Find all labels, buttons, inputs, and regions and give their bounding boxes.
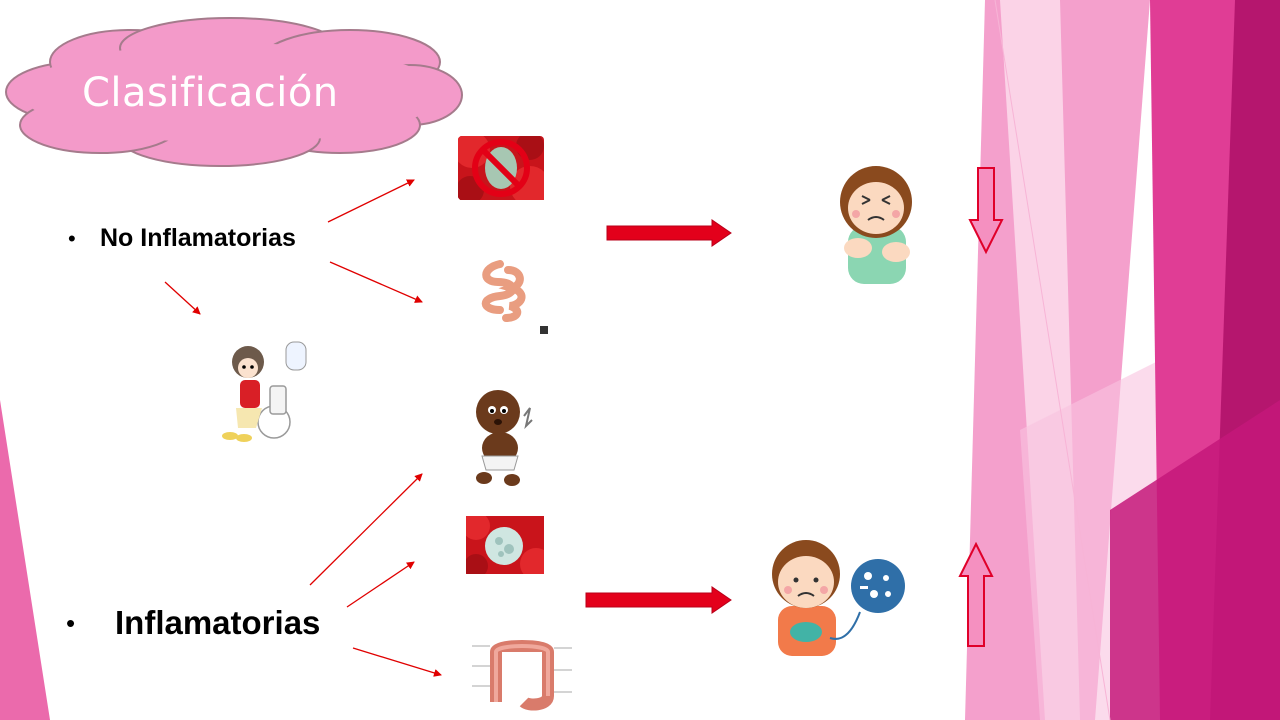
child-sick-bacteria-icon <box>772 540 905 656</box>
block-arrow-top <box>606 219 732 247</box>
bullet-label: Inflamatorias <box>115 604 321 641</box>
title-cloud <box>5 17 463 167</box>
arrow-to-blood-cell <box>327 179 415 223</box>
up-arrow-icon <box>958 542 994 647</box>
arrow-to-baby <box>309 473 423 586</box>
small-intestine-icon <box>460 246 550 346</box>
bullet-no-inflamatorias: • No Inflamatorias <box>68 224 296 253</box>
bullet-inflamatorias: • Inflamatorias <box>66 604 320 642</box>
decor-shape-accent <box>1110 400 1280 720</box>
arrow-to-intestine <box>329 261 423 303</box>
colon-diagram-icon <box>468 636 576 712</box>
decor-line <box>994 0 1111 720</box>
bullet-label: No Inflamatorias <box>100 224 296 252</box>
down-arrow-icon <box>968 167 1004 255</box>
arrow-to-toilet-child <box>164 281 201 315</box>
child-stomach-ache-icon <box>840 166 912 284</box>
left-edge-triangle <box>0 400 50 720</box>
slide-title: Clasificación <box>82 70 339 116</box>
arrow-to-white-cell <box>346 561 415 608</box>
block-arrow-bottom <box>585 586 732 614</box>
child-on-toilet-icon <box>222 341 307 442</box>
crying-baby-icon <box>476 390 533 486</box>
arrow-to-colon <box>352 647 442 677</box>
bullet-marker: • <box>66 607 76 638</box>
blocked-blood-cell-icon <box>458 136 544 200</box>
bullet-marker: • <box>68 225 76 251</box>
white-blood-cell-icon <box>466 516 544 574</box>
